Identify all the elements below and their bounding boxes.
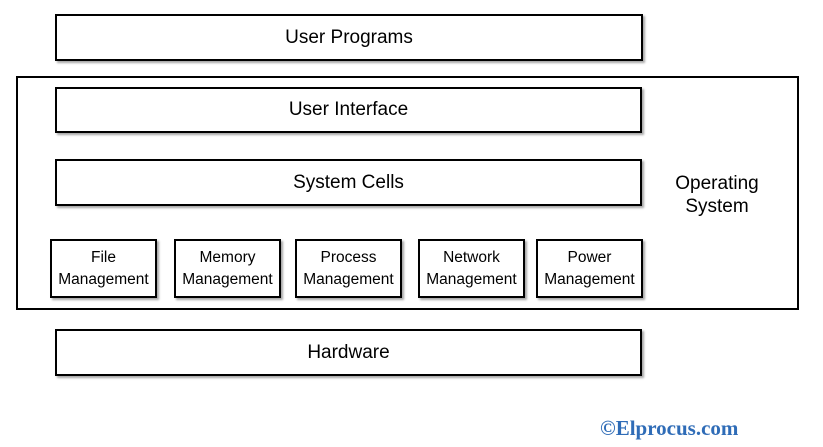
module-line1: Network xyxy=(443,248,500,266)
power-management-label: Power Management xyxy=(544,247,634,291)
memory-management-label: Memory Management xyxy=(182,247,272,291)
module-line2: Management xyxy=(544,270,635,288)
network-management-label: Network Management xyxy=(426,247,516,291)
user-programs-label: User Programs xyxy=(285,26,413,48)
file-management-label: File Management xyxy=(58,247,148,291)
user-interface-label: User Interface xyxy=(288,99,409,120)
process-management-label: Process Management xyxy=(303,247,393,291)
system-cells-box: System Cells xyxy=(55,159,642,206)
hardware-box: Hardware xyxy=(55,329,642,376)
module-line2: Management xyxy=(303,270,394,288)
user-programs-box: User Programs xyxy=(55,14,643,61)
module-line1: File xyxy=(91,248,116,266)
module-line1: Memory xyxy=(199,248,256,266)
module-line2: Management xyxy=(426,270,517,288)
module-line1: Power xyxy=(567,248,612,266)
hardware-label: Hardware xyxy=(307,341,390,363)
memory-management-box: Memory Management xyxy=(174,239,281,298)
module-line2: Management xyxy=(182,270,273,288)
operating-system-frame xyxy=(16,76,799,310)
file-management-box: File Management xyxy=(50,239,157,298)
network-management-box: Network Management xyxy=(418,239,525,298)
system-cells-label: System Cells xyxy=(293,171,404,193)
user-interface-box: User Interface xyxy=(55,87,642,133)
power-management-box: Power Management xyxy=(536,239,643,298)
os-label-line1: Operating xyxy=(675,173,759,194)
os-label-line2: System xyxy=(685,196,749,217)
operating-system-label: Operating System xyxy=(664,172,770,218)
watermark-text: ©Elprocus.com xyxy=(600,416,739,440)
module-line2: Management xyxy=(58,270,149,288)
process-management-box: Process Management xyxy=(295,239,402,298)
module-line1: Process xyxy=(320,248,377,266)
